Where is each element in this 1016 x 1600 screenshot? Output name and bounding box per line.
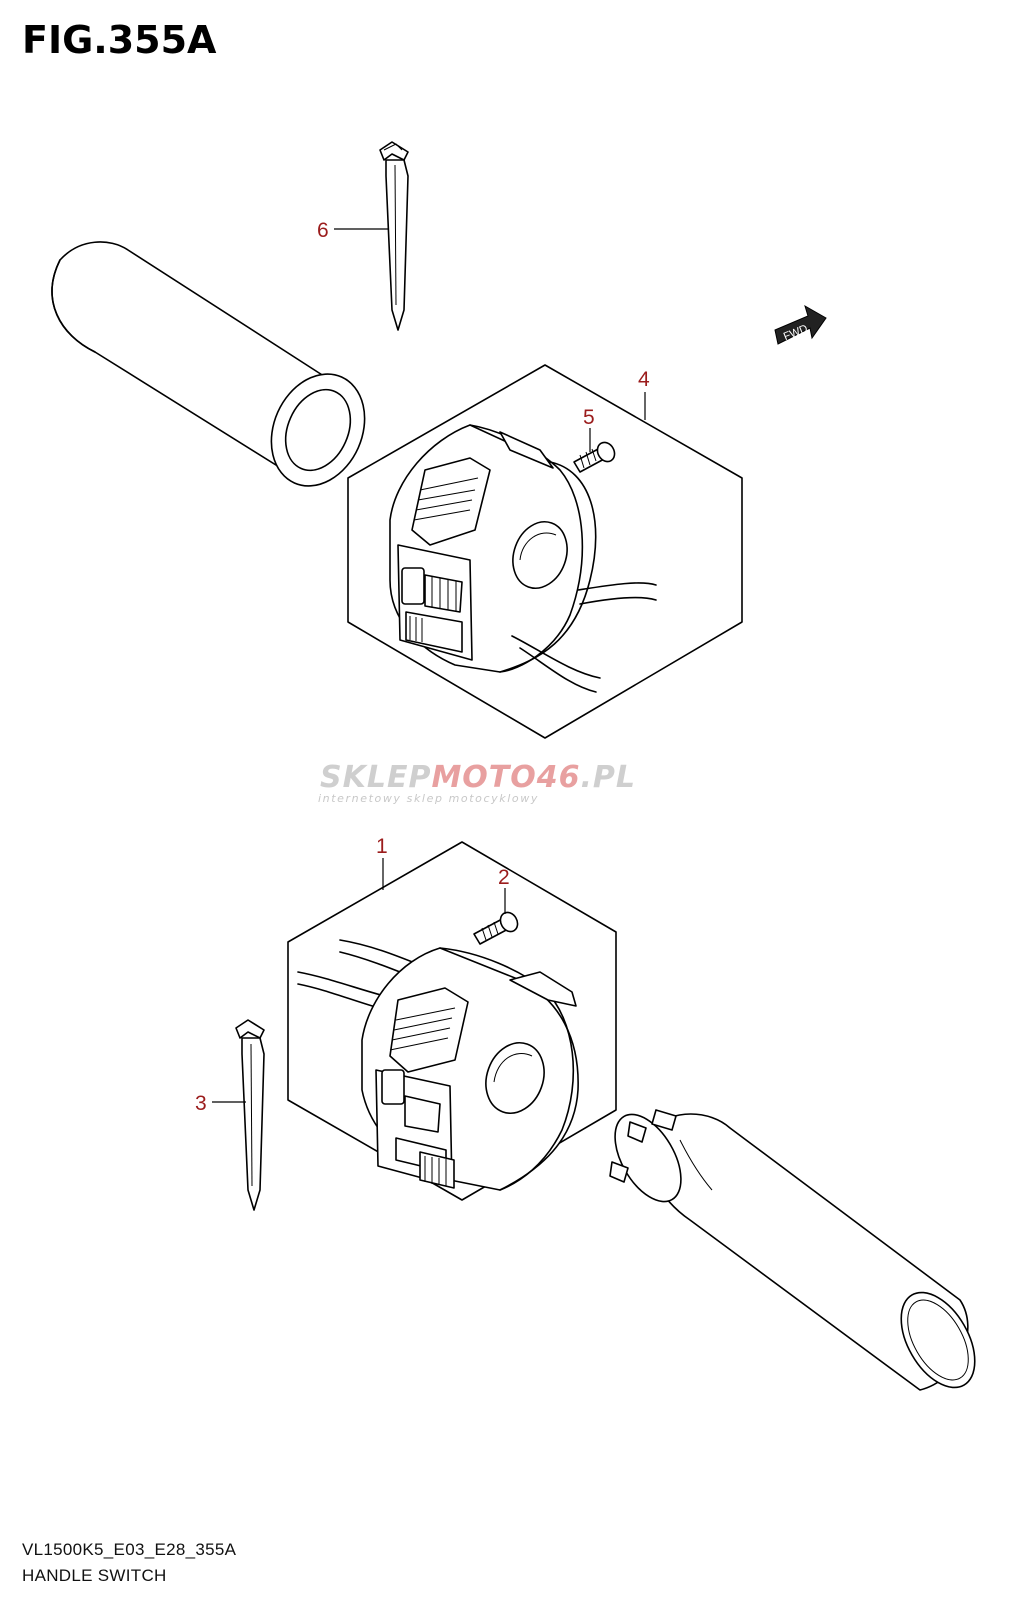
watermark-suffix: .PL — [580, 760, 637, 795]
svg-text:2: 2 — [498, 866, 510, 889]
throttle-grip-right — [609, 1109, 976, 1391]
svg-text:3: 3 — [195, 1092, 207, 1115]
assembly-outline-part-1 — [287, 841, 617, 1201]
assembly-outline-part-4 — [347, 364, 743, 739]
cable-tie-part-3 — [235, 1019, 265, 1211]
svg-text:6: 6 — [317, 219, 329, 242]
callout-6: 6 — [317, 219, 388, 242]
svg-text:1: 1 — [376, 835, 388, 858]
section-name: HANDLE SWITCH — [22, 1566, 167, 1585]
figure-title: FIG.355A — [22, 18, 217, 62]
watermark-mid: MOTO46 — [431, 760, 581, 795]
svg-text:5: 5 — [583, 406, 595, 429]
callout-4: 4 — [638, 368, 650, 420]
watermark-logo: SKLEPMOTO46.PL — [320, 760, 700, 795]
handle-grip-left — [51, 241, 366, 487]
handle-switch-part-1 — [297, 939, 579, 1191]
callout-1: 1 — [376, 835, 388, 890]
watermark-tagline: internetowy sklep motocyklowy — [318, 792, 539, 805]
screw-part-5 — [573, 441, 616, 473]
cable-tie-part-6 — [379, 141, 409, 331]
screw-part-2 — [473, 911, 519, 945]
handle-switch-part-4 — [389, 424, 657, 693]
model-code: VL1500K5_E03_E28_355A — [22, 1540, 237, 1559]
svg-text:4: 4 — [638, 368, 650, 391]
callout-3: 3 — [195, 1092, 246, 1115]
callout-5: 5 — [583, 406, 595, 452]
forward-direction-arrow-icon: FWD — [774, 304, 827, 345]
watermark-prefix: SKLEP — [320, 760, 432, 795]
callout-2: 2 — [498, 866, 510, 914]
